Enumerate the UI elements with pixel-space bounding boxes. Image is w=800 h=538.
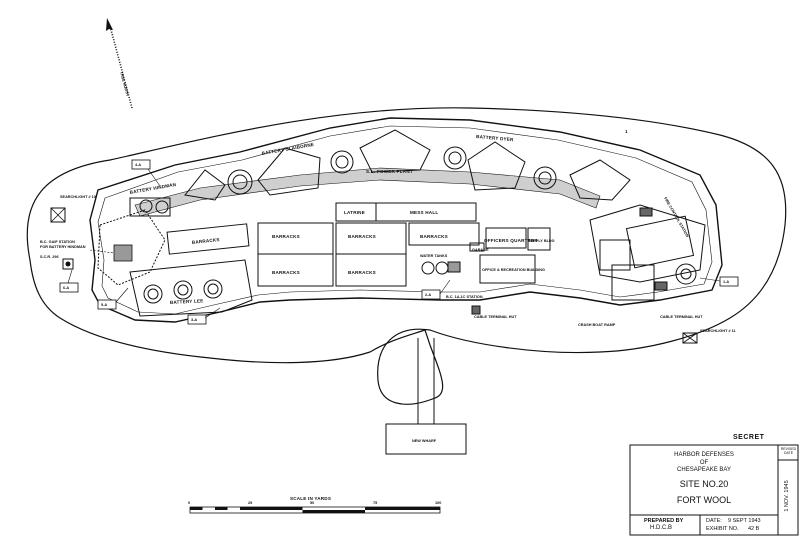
label-sl-station: S.C.R. 296	[40, 255, 59, 259]
date-value: 9 SEPT 1943	[728, 518, 761, 524]
site-number: SITE NO.20	[679, 479, 729, 489]
right-complex	[471, 204, 706, 315]
scale-tick-100: 100	[435, 501, 441, 505]
bc-gaif-station-bldg	[113, 244, 133, 262]
sl-station-symbol	[62, 258, 74, 270]
island-outline	[26, 107, 787, 405]
pier	[385, 338, 467, 455]
tag-5a: 5-A	[101, 303, 107, 307]
label-bc-station: B.C. 1A,1C STATION	[446, 295, 483, 299]
fort-wall	[89, 117, 723, 323]
revised-date: 1 NOV. 1945	[784, 480, 790, 512]
org-line3: CHESAPEAKE BAY	[677, 467, 731, 473]
label-bc-gaif: B.C. GAIF STATION	[40, 240, 75, 244]
tag-2a: 2-A	[425, 293, 431, 297]
scale-bar: SCALE IN YARDS 0 25 50 75 100	[188, 496, 441, 514]
searchlight-10-symbol	[50, 207, 66, 223]
battery-emplacements	[129, 129, 697, 304]
exhibit-value: 42 B	[748, 526, 760, 532]
label-water-tanks: WATER TANKS	[420, 254, 448, 258]
label-latrine: LATRINE	[344, 210, 365, 215]
callout-tags	[59, 159, 739, 325]
label-crash-boat: CRASH BOAT RAMP	[578, 323, 616, 327]
label-cable-hut-right: CABLE TERMINAL HUT	[660, 315, 703, 319]
central-buildings	[257, 202, 551, 287]
scale-tick-0: 0	[188, 501, 190, 505]
north-label: TRUE NORTH	[119, 71, 129, 96]
label-garage: GARAGE	[472, 248, 489, 252]
label-barracks-left: BARRACKS	[192, 237, 220, 245]
label-barracks-2: BARRACKS	[348, 234, 376, 239]
label-barracks-1: BARRACKS	[272, 234, 300, 239]
title-block-frame	[629, 444, 799, 536]
left-bastion	[97, 209, 166, 286]
org-line1: HARBOR DEFENSES	[674, 452, 734, 458]
org-line2: OF	[699, 460, 709, 466]
classification-mark: SECRET	[733, 434, 765, 441]
battery-lee-platform	[129, 259, 253, 317]
label-mark-1: 1	[625, 129, 628, 134]
tag-3a: 3-A	[191, 318, 197, 322]
scale-tick-25: 25	[248, 501, 252, 505]
label-power-plant: S.L. POWER PLANT	[366, 169, 413, 174]
prepared-by-label: PREPARED BY	[644, 518, 684, 524]
label-officers-quarters: OFFICERS QUARTERS	[484, 238, 538, 243]
label-barracks-3: BARRACKS	[420, 234, 448, 239]
label-battery-lee: BATTERY LEE	[170, 298, 204, 305]
leader-lines	[67, 168, 721, 319]
prepared-by-value: H.D.C.B	[650, 525, 673, 531]
label-barracks-5: BARRACKS	[348, 270, 376, 275]
tag-4a: 4-A	[135, 163, 141, 167]
label-office-recreation: OFFICE & RECREATION BUILDING	[482, 268, 545, 272]
label-supply-bldg: SUPPLY BLDG	[528, 239, 555, 243]
label-barracks-4: BARRACKS	[272, 270, 300, 275]
scale-tick-50: 50	[310, 501, 314, 505]
label-searchlight-11: SEARCHLIGHT # 11	[700, 329, 736, 333]
barracks-left	[166, 223, 250, 255]
tag-6a: 6-A	[63, 286, 69, 290]
label-searchlight-10: SEARCHLIGHT # 10	[60, 195, 96, 199]
rampart	[134, 167, 601, 217]
label-battery-dyer: BATTERY DYER	[476, 134, 514, 142]
label-mess-hall: MESS HALL	[410, 210, 438, 215]
revised-label: REVISED DATE	[780, 447, 797, 455]
north-arrow: TRUE NORTH	[106, 18, 133, 109]
tag-1a: 1-A	[723, 280, 729, 284]
label-wharf: NEW WHARF	[412, 439, 437, 443]
site-name: FORT WOOL	[676, 495, 732, 505]
exhibit-label: EXHIBIT NO.	[706, 526, 739, 532]
label-bc-gaif-sub: FOR BATTERY HINDMAN	[40, 245, 86, 249]
fort-wall-inner	[97, 125, 713, 315]
searchlight-11-symbol	[682, 332, 698, 344]
scale-tick-75: 75	[373, 501, 377, 505]
date-label: DATE:	[706, 518, 722, 524]
label-cable-hut-center: CABLE TERMINAL HUT	[474, 315, 517, 319]
scale-title: SCALE IN YARDS	[290, 496, 331, 501]
label-battery-hindman: BATTERY HINDMAN	[129, 182, 177, 195]
